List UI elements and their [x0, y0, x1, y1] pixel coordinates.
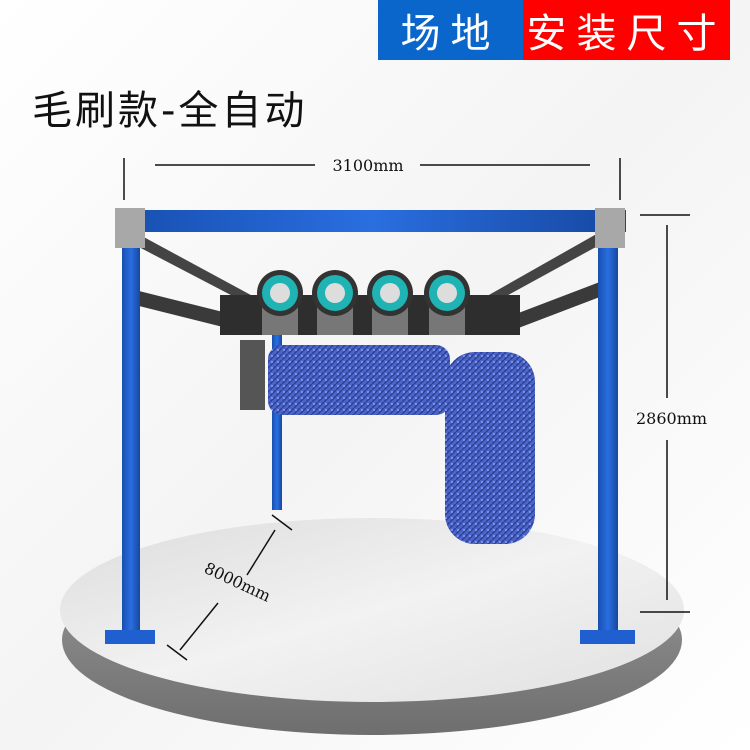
height-dimension: 2860mm — [636, 409, 707, 428]
front-frame — [105, 208, 635, 644]
fan-icon — [367, 270, 413, 335]
product-title: 毛刷款-全自动 — [32, 88, 308, 134]
blower-fans — [257, 270, 470, 335]
fan-icon — [424, 270, 470, 335]
fan-icon — [257, 270, 303, 335]
vertical-brush — [445, 352, 535, 544]
platform — [60, 518, 684, 735]
fan-icon — [312, 270, 358, 335]
rear-frame — [135, 232, 605, 510]
width-dimension: 3100mm — [332, 156, 403, 175]
horizontal-brush — [268, 345, 450, 415]
badge-install-size: 安装尺寸 — [523, 0, 730, 60]
badge-site: 场地 — [378, 0, 523, 60]
dimension-lines — [123, 158, 690, 661]
bracket — [240, 340, 265, 410]
